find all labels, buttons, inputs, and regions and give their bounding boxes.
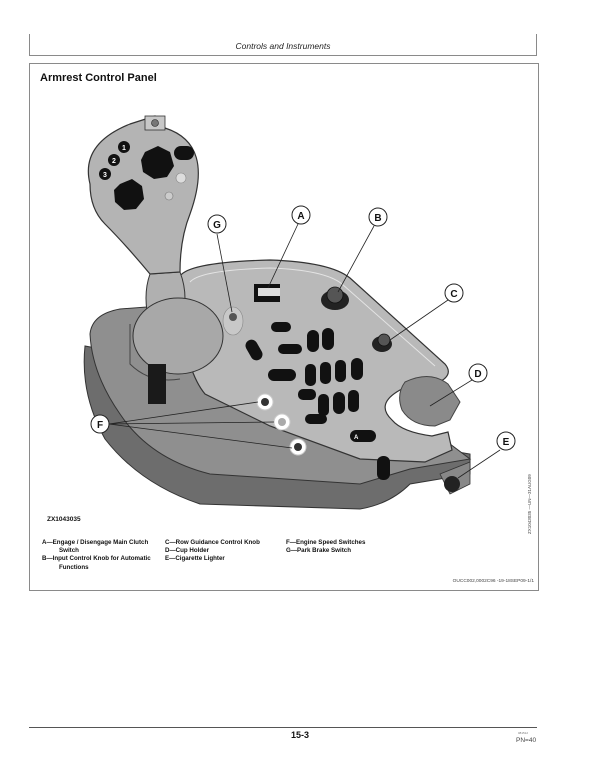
svg-text:G: G	[213, 220, 221, 231]
page-number: 15-3	[290, 730, 309, 740]
callout-g: G	[207, 214, 227, 234]
panel-buttons	[245, 322, 390, 480]
section-title: Armrest Control Panel	[40, 72, 157, 84]
legend-item-e: E—Cigarette Lighter	[165, 555, 225, 563]
legend-item-g: G—Park Brake Switch	[286, 547, 351, 555]
svg-text:3: 3	[103, 172, 107, 179]
clutch-switch	[254, 284, 280, 302]
callout-e: E	[496, 431, 516, 451]
footer-divider	[29, 727, 537, 728]
callout-c: C	[444, 283, 464, 303]
figure-id: ZX1043035	[47, 516, 81, 523]
figure-panel: Armrest Control Panel 3	[29, 63, 539, 591]
legend-column-1: A—Engage / Disengage Main Clutch Switch …	[42, 539, 167, 572]
svg-text:E: E	[503, 437, 510, 448]
svg-text:F: F	[97, 420, 103, 431]
reference-code: OUCC002,0002C96 -19-18SEP09-1/1	[452, 579, 534, 584]
legend-item-f: F—Engine Speed Switches	[286, 539, 366, 546]
legend-item-a: A—Engage / Disengage Main Clutch Switch	[42, 539, 149, 555]
svg-text:A: A	[354, 435, 359, 441]
figure-vertical-id: ZX1043035 —UN—31AUG09	[527, 474, 532, 534]
svg-text:A: A	[297, 211, 304, 222]
svg-text:C: C	[450, 289, 457, 300]
footer-pn: PN=40	[516, 737, 537, 744]
callout-d: D	[468, 363, 488, 383]
cup-holder	[399, 376, 461, 427]
legend-column-3: F—Engine Speed Switches G—Park Brake Swi…	[286, 539, 426, 555]
header-title: Controls and Instruments	[235, 41, 331, 51]
callout-leaders	[108, 223, 501, 479]
svg-text:1: 1	[122, 145, 126, 152]
callout-f: F	[90, 414, 110, 434]
legend-column-2: C—Row Guidance Control Knob D—Cup Holder…	[165, 539, 290, 564]
callout-b: B	[368, 207, 388, 227]
legend-item-d: D—Cup Holder	[165, 547, 209, 555]
armrest-illustration: 3 2 1	[83, 115, 516, 510]
cigarette-lighter	[439, 461, 471, 495]
footer-tiny-code: 081512	[518, 731, 529, 735]
joystick-buttons: 3 2 1	[99, 141, 194, 210]
svg-text:2: 2	[112, 158, 116, 165]
engine-speed-switches	[256, 393, 307, 456]
park-brake-switch	[222, 306, 244, 336]
row-guidance-knob	[372, 333, 392, 352]
callout-a: A	[291, 205, 311, 225]
control-surface	[179, 259, 453, 463]
svg-text:D: D	[474, 369, 481, 380]
legend-item-b: B—Input Control Knob for Automatic Funct…	[42, 555, 151, 571]
running-header: Controls and Instruments	[29, 34, 537, 56]
legend-item-c: C—Row Guidance Control Knob	[165, 539, 260, 546]
svg-text:B: B	[374, 213, 381, 224]
